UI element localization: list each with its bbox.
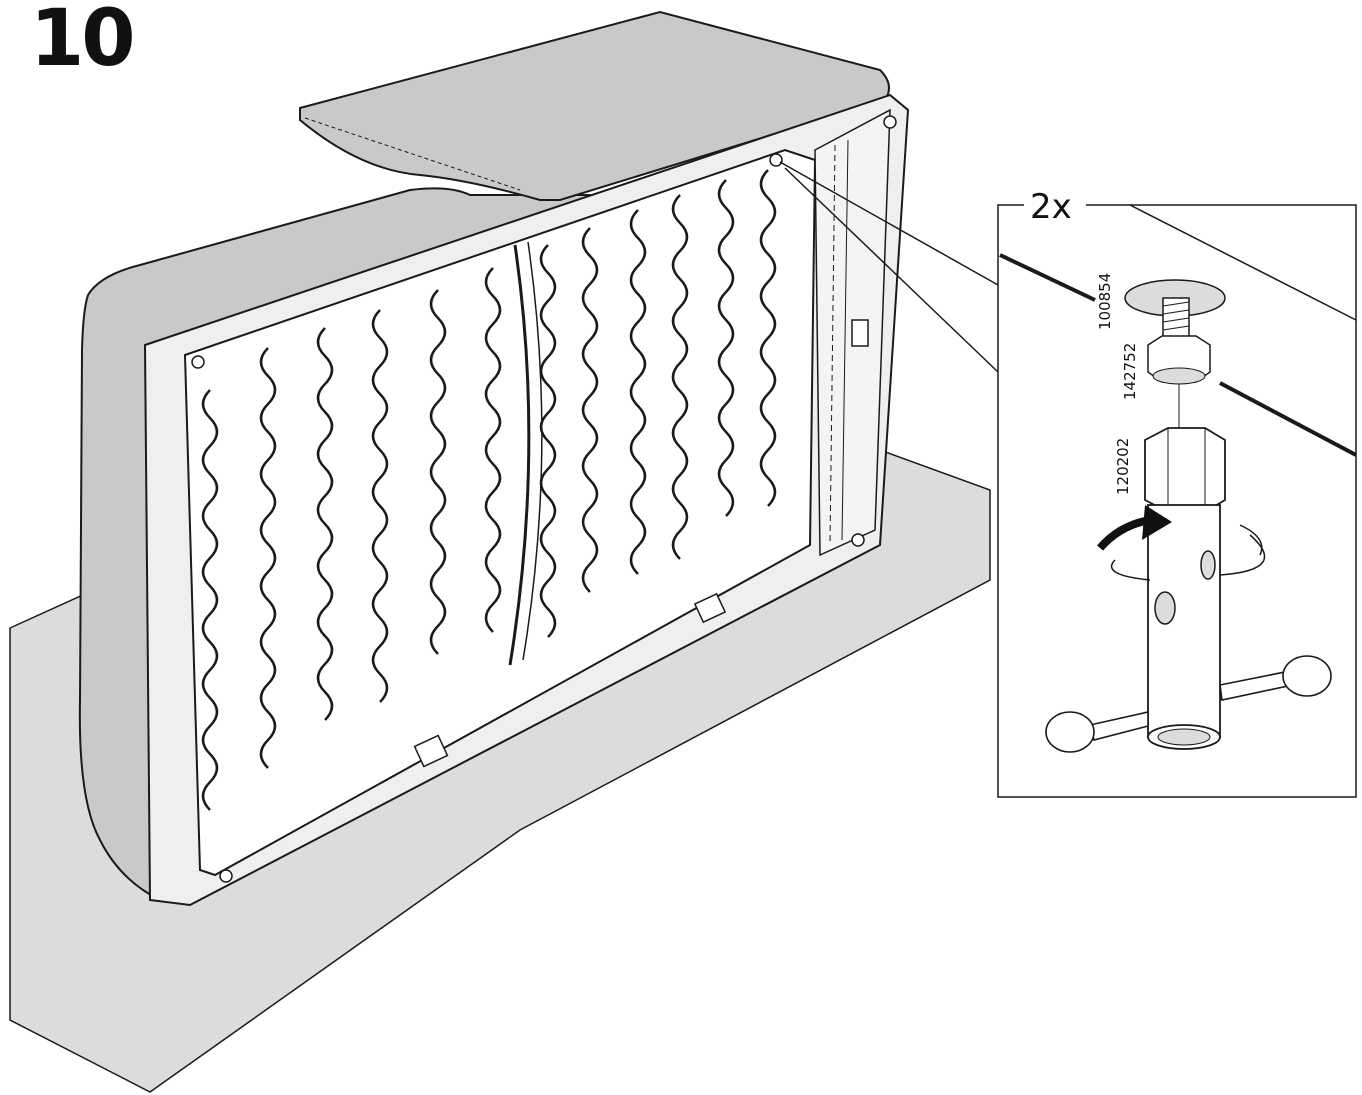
sofa-frame-inner	[183, 148, 817, 877]
part-number-120202: 120202	[1114, 438, 1132, 495]
frame-middle-divider	[508, 244, 531, 666]
top-cushion-seam	[304, 117, 521, 191]
step-number: 10	[30, 0, 136, 84]
part-number-100854: 100854	[1096, 273, 1114, 330]
top-cushion	[299, 10, 890, 201]
frame-brackets	[413, 319, 869, 768]
callout-line-top	[779, 161, 999, 286]
rotate-arrow-icon	[1096, 505, 1266, 581]
corner-screws	[191, 115, 897, 883]
quantity-label: 2x	[1030, 187, 1072, 227]
leg-hex-top	[1144, 427, 1226, 513]
tool-handles	[1045, 655, 1332, 753]
sofa-side-fabric	[78, 187, 591, 902]
part-number-142752: 142752	[1121, 343, 1139, 400]
callout-line-bottom	[784, 167, 999, 373]
zigzag-springs	[201, 169, 777, 811]
